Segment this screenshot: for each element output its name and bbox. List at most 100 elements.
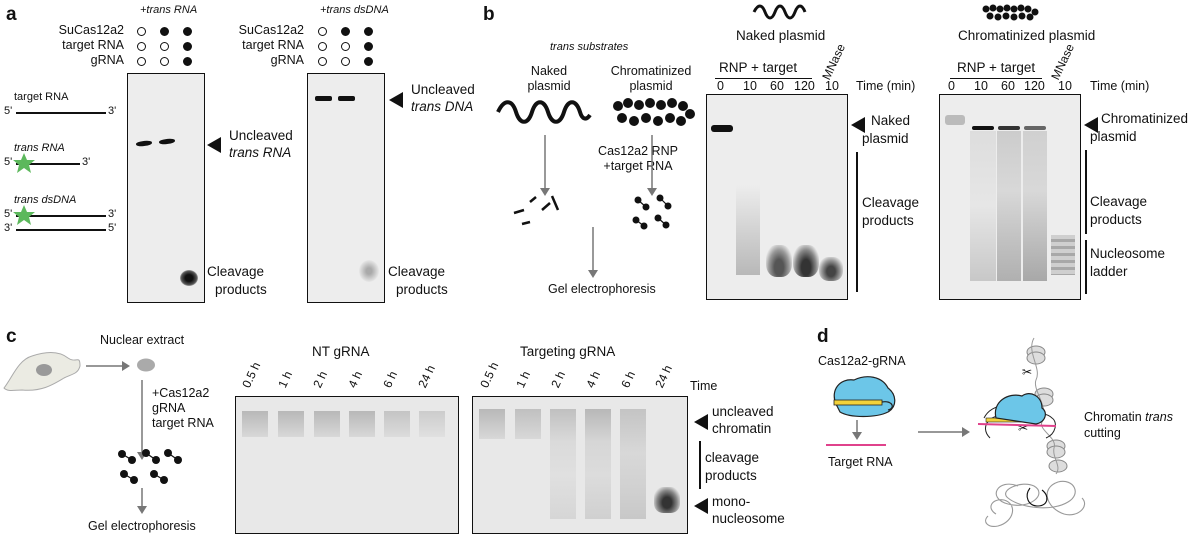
open-dot-icon [137,57,146,66]
time-label: 10 [825,79,839,93]
gel-smear [1023,131,1047,281]
gel-band [766,245,792,277]
nuclear-extract-label: Nuclear extract [100,333,185,347]
time-label: 1 h [275,368,296,390]
chromatin-word: Chromatin [1084,410,1142,424]
cleavage-label: cleavage [705,450,760,465]
gel-band [158,138,176,145]
cleavage-label: Cleavage [862,195,920,210]
time-label: 0.5 h [239,359,264,390]
gel-smear [997,131,1021,281]
filled-dot-icon [160,27,169,36]
time-label: 1 h [513,368,534,390]
open-dot-icon [318,42,327,51]
naked-plasmid-band-sub: plasmid [862,131,909,146]
gel-band [349,411,375,437]
uncleaved-chromatin-sub: chromatin [712,421,772,436]
target-rna-3prime: 3' [108,105,117,117]
mnase-label: MNase [1048,41,1078,82]
gel-band [998,126,1020,130]
time-label: 0.5 h [477,359,502,390]
time-label: 2 h [548,368,569,390]
green-star-icon [13,153,35,173]
uncleaved-sub-label: trans RNA [229,145,292,160]
gel-band [242,411,268,437]
time-label: 10 [743,79,757,93]
gel-c2 [472,396,688,534]
chromatinized-band-label: Chromatinized [1101,111,1189,126]
time-label: 2 h [310,368,331,390]
nucleus-icon [137,358,155,372]
cas12a2-rnp-sub: +target RNA [603,159,673,173]
gel-c2-title: Targeting gRNA [520,344,616,359]
naked-plasmid-sub: plasmid [527,79,571,93]
time-label: 120 [794,79,815,93]
filled-dot-icon [364,27,373,36]
cleavage-sub-label: products [1090,212,1142,227]
mononucleosome-label: mono- [712,494,751,509]
filled-dot-icon [183,27,192,36]
gel-band [819,257,843,281]
dsdna-bottom-5prime: 5' [108,222,117,234]
cleavage-sub-label: products [705,468,757,483]
trans-word: trans [1145,410,1173,424]
chromatinized-plasmid-label: Chromatinized [610,64,692,78]
time-label: 4 h [583,368,604,390]
cas12a2-complex-icon [833,376,896,418]
trans-dsdna-label: trans dsDNA [14,194,77,206]
panel-b-arrows [513,135,672,278]
time-label: Time [690,379,718,393]
time-label: 10 [974,79,988,93]
trans-rna-5prime: 5' [4,156,13,168]
gel-b2-title: Chromatinized plasmid [958,28,1096,43]
time-label: 24 h [652,362,675,390]
step-label: gRNA [152,401,186,415]
gel-band [278,411,304,437]
gel-b2 [939,94,1081,300]
gel-electrophoresis-label: Gel electrophoresis [88,519,196,533]
dsdna-top-3prime: 3' [108,208,117,220]
open-dot-icon [341,57,350,66]
arrowhead-icon [1084,117,1098,133]
trans-rna-label: trans RNA [14,142,65,154]
gel-band [359,260,379,282]
step-label: +Cas12a2 [152,386,210,400]
right-arrow-icon [918,427,970,437]
target-rna-label: Target RNA [828,455,893,469]
time-label: 0 [717,79,724,93]
chromatinized-band-sub: plasmid [1090,129,1137,144]
naked-plasmid-label: Naked [530,64,568,78]
trans-rna-strand [16,163,80,165]
open-dot-icon [318,57,327,66]
down-arrow-icon [852,420,862,440]
open-dot-icon [137,27,146,36]
uncleaved-sub-label: trans DNA [411,99,474,114]
gel-c1 [235,396,459,534]
chromatin-trans-label: Chromatin trans [1084,410,1173,424]
dsdna-bottom-strand [16,229,106,231]
rnp-target-bracket [715,78,812,80]
nucleosome-ladder-label: Nucleosome [1090,246,1166,261]
open-dot-icon [137,42,146,51]
gel-smear [736,185,760,275]
gel-band [180,270,198,286]
open-dot-icon [341,42,350,51]
panel-c-label: c [6,326,17,347]
mononucleosome-sub: nucleosome [712,511,785,526]
gel-band [972,126,994,130]
arrowhead-icon [389,92,403,108]
uncleaved-chromatin-label: uncleaved [712,404,774,419]
gel-band [384,411,410,437]
gel-a1 [127,73,205,303]
gel-band [945,115,965,125]
gel-band [135,140,153,147]
cleavage-bracket [1085,150,1087,234]
cutting-label: cutting [1084,426,1121,440]
row-label: target RNA [62,38,124,52]
gel-electrophoresis-label: Gel electrophoresis [548,282,656,296]
time-label: 0 [948,79,955,93]
cas12a2-grna-label: Cas12a2-gRNA [818,354,906,368]
rnp-target-label: RNP + target [957,60,1036,75]
svg-text:✂: ✂ [1018,421,1028,435]
time-label: 4 h [345,368,366,390]
